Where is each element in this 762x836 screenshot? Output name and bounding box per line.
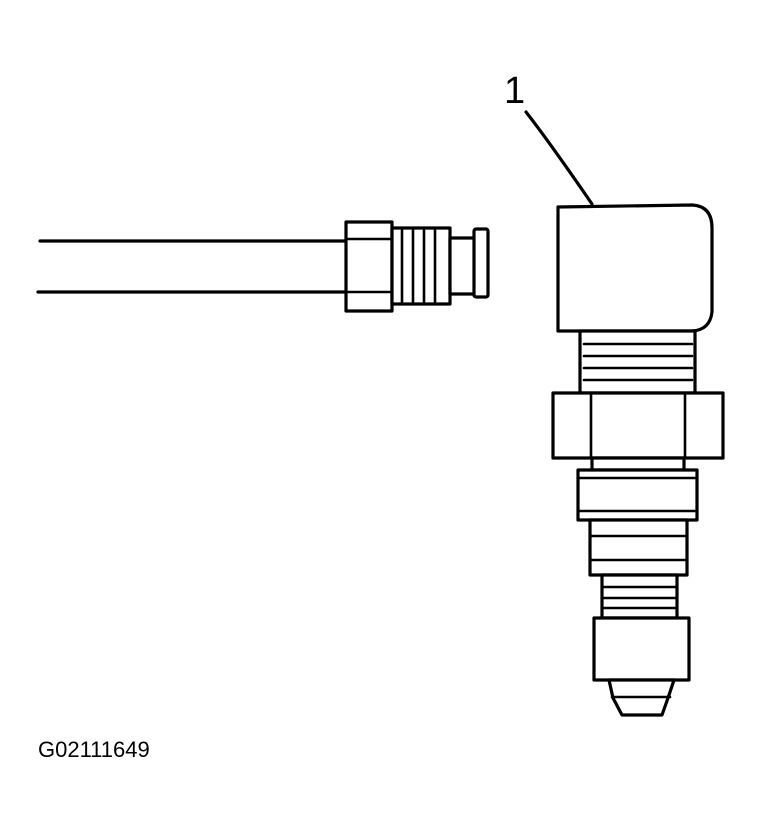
- fitting-collar: [576, 468, 699, 522]
- fitting-tip: [607, 678, 676, 717]
- fitting-lower-body: [588, 518, 689, 577]
- fitting-bottom-nut: [592, 616, 691, 682]
- fitting-lower-threads: [600, 573, 679, 620]
- fitting-elbow-head: [556, 203, 714, 333]
- tube-line: [36, 239, 348, 294]
- figure-id: G02111649: [38, 737, 150, 762]
- fitting-upper-threads: [578, 329, 697, 395]
- tube-nut: [344, 220, 394, 313]
- callout-label-1: 1: [504, 70, 526, 112]
- tube-nut-threads: [390, 226, 452, 306]
- callout-leader-line: [524, 110, 594, 206]
- fitting-hex-body: [551, 391, 725, 460]
- tube-end-sleeve: [448, 227, 490, 299]
- fitting-neck: [590, 456, 686, 472]
